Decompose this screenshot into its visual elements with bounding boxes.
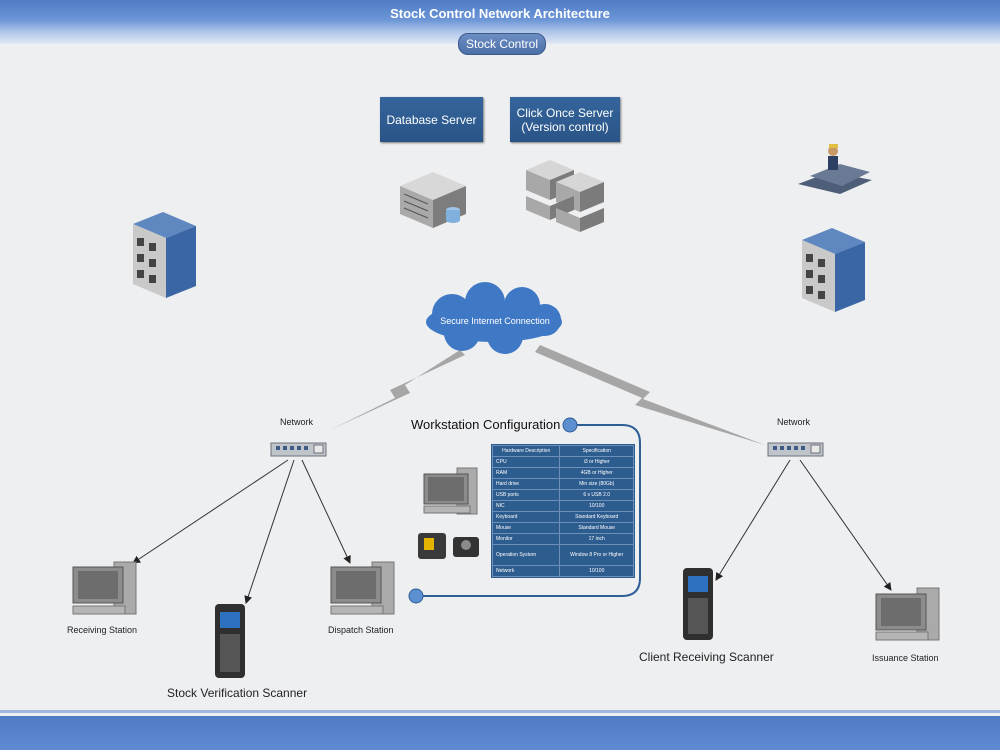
- spec-item: Operation System: [491, 544, 561, 566]
- spec-value: 10/100: [559, 500, 634, 512]
- link-receiving: [132, 459, 289, 564]
- spec-item: Mouse: [491, 522, 561, 534]
- link-dispatch: [301, 459, 351, 564]
- spec-item: USB ports: [491, 489, 561, 501]
- connector-dot-top: [562, 417, 578, 433]
- issuance-station-label: Issuance Station: [872, 653, 939, 663]
- left-building-icon: [133, 212, 196, 298]
- verification-scanner-label: Stock Verification Scanner: [167, 686, 308, 700]
- spec-value: Standard Mouse: [559, 522, 634, 534]
- cloud-label: Secure Internet Connection: [440, 316, 550, 326]
- link-client-scanner: [715, 459, 791, 581]
- spec-value: Min size (80Gb): [559, 478, 634, 490]
- spec-item: Network: [491, 565, 561, 577]
- workstation-config-title: Workstation Configuration: [411, 417, 561, 432]
- spec-value: 17 inch: [559, 533, 634, 545]
- link-verification: [244, 459, 295, 604]
- left-network-label: Network: [280, 417, 314, 427]
- spec-value: Standard Keyboard: [559, 511, 634, 523]
- right-switch-icon: [767, 442, 824, 457]
- worker-icon: [798, 144, 872, 194]
- database-server-box[interactable]: Database Server: [380, 97, 483, 142]
- barcode-reader-icon: [418, 533, 479, 559]
- spec-value: 4GB or Higher: [559, 467, 634, 479]
- spec-item: Keyboard: [491, 511, 561, 523]
- link-issuance: [799, 459, 892, 591]
- spec-item: Monitor: [491, 533, 561, 545]
- spec-value: 10/100: [559, 565, 634, 577]
- spec-item: Hard drive: [491, 478, 561, 490]
- spec-header-row: Hardware Description Specification: [491, 445, 634, 457]
- connector-dot-bottom: [408, 588, 424, 604]
- clickonce-server-label: Click Once Server: [516, 105, 614, 120]
- diagram-title: Stock Control Network Architecture: [390, 6, 610, 21]
- spec-header-specification: Specification: [559, 445, 634, 457]
- right-building-icon: [802, 228, 865, 312]
- subtitle-badge: Stock Control: [458, 33, 546, 55]
- receiving-station-label: Receiving Station: [67, 625, 138, 635]
- footer-bar: [0, 716, 1000, 750]
- cloud-icon: [426, 282, 562, 354]
- verification-scanner-icon: [215, 604, 245, 678]
- right-wan-link: [535, 345, 765, 445]
- issuance-computer-icon: [875, 587, 940, 641]
- spec-value: i3 or Higher: [559, 456, 634, 468]
- right-network-label: Network: [777, 417, 811, 427]
- database-server-label: Database Server: [386, 112, 477, 127]
- client-receiving-scanner-label: Client Receiving Scanner: [639, 650, 774, 664]
- spec-header-hardware: Hardware Description: [491, 445, 561, 457]
- client-scanner-icon: [683, 568, 713, 640]
- spec-item: CPU: [491, 456, 561, 468]
- spec-item: RAM: [491, 467, 561, 479]
- clickonce-server-sublabel: (Version control): [521, 119, 609, 134]
- spec-item: NIC: [491, 500, 561, 512]
- dispatch-station-label: Dispatch Station: [328, 625, 394, 635]
- database-server-icon: [400, 172, 466, 228]
- left-wan-link: [330, 350, 465, 430]
- receiving-computer-icon: [72, 561, 137, 615]
- config-connector: [416, 424, 641, 597]
- footer-divider: [0, 710, 1000, 713]
- left-switch-icon: [270, 442, 327, 457]
- clickonce-server-box[interactable]: Click Once Server (Version control): [510, 97, 620, 142]
- workstation-computer-icon: [423, 467, 478, 515]
- dispatch-computer-icon: [330, 561, 395, 615]
- clickonce-server-icon: [526, 160, 604, 232]
- spec-value: 6 x USB 2.0: [559, 489, 634, 501]
- spec-value: Window 8 Pro or Higher: [559, 544, 634, 566]
